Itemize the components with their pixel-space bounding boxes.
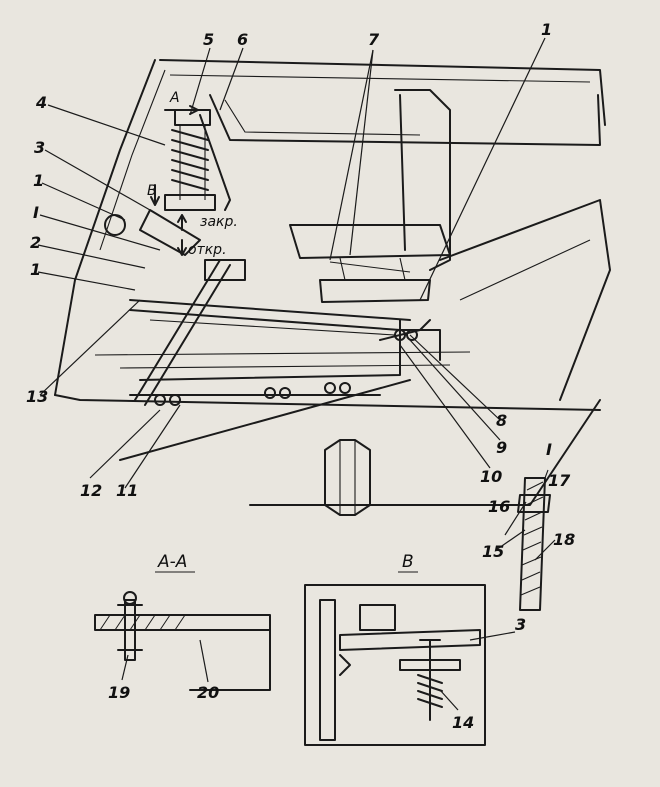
linkage-rods xyxy=(119,259,441,516)
detail-I xyxy=(517,469,551,611)
callout-3: 3 xyxy=(34,138,45,157)
section-A-A xyxy=(94,591,271,691)
callout-5: 5 xyxy=(203,30,214,49)
callout-13: 13 xyxy=(26,387,48,406)
callout-1-mid: 1 xyxy=(33,171,44,190)
callout-10: 10 xyxy=(480,467,502,486)
callout-6: 6 xyxy=(237,30,248,49)
callout-1-low: 1 xyxy=(30,260,41,279)
arrows xyxy=(150,105,199,256)
view-arrow-A: A xyxy=(169,90,180,106)
section-B xyxy=(304,584,486,746)
callout-1-top: 1 xyxy=(541,20,552,39)
callout-16: 16 xyxy=(488,497,510,516)
callout-8: 8 xyxy=(496,411,507,430)
callout-17: 17 xyxy=(548,471,571,490)
callout-11: 11 xyxy=(116,481,138,500)
detail-I-title: I xyxy=(546,440,552,459)
section-B-title: B xyxy=(402,552,414,572)
label-closed: закр. xyxy=(200,214,238,230)
callout-7: 7 xyxy=(368,30,380,49)
callout-20: 20 xyxy=(197,683,219,702)
callout-15: 15 xyxy=(482,542,504,561)
cab-structure xyxy=(54,59,611,506)
callout-14: 14 xyxy=(452,713,474,732)
callout-19: 19 xyxy=(108,683,130,702)
driver-seat xyxy=(289,89,451,303)
section-A-A-title: A-A xyxy=(157,552,187,572)
callout-18: 18 xyxy=(553,530,575,549)
callout-labels: 5 6 7 1 4 3 1 I 2 1 13 12 11 8 9 10 I 17… xyxy=(26,20,575,732)
callout-2: 2 xyxy=(30,233,41,252)
callout-3-section-b: 3 xyxy=(515,615,526,634)
callout-I-marker: I xyxy=(33,203,39,222)
callout-12: 12 xyxy=(80,481,102,500)
callout-9: 9 xyxy=(496,438,507,457)
callout-4: 4 xyxy=(35,93,47,112)
view-arrow-B: B xyxy=(147,183,157,199)
spring-assembly xyxy=(104,109,231,256)
label-open: откр. xyxy=(188,242,227,258)
callout-leaders xyxy=(37,37,556,711)
